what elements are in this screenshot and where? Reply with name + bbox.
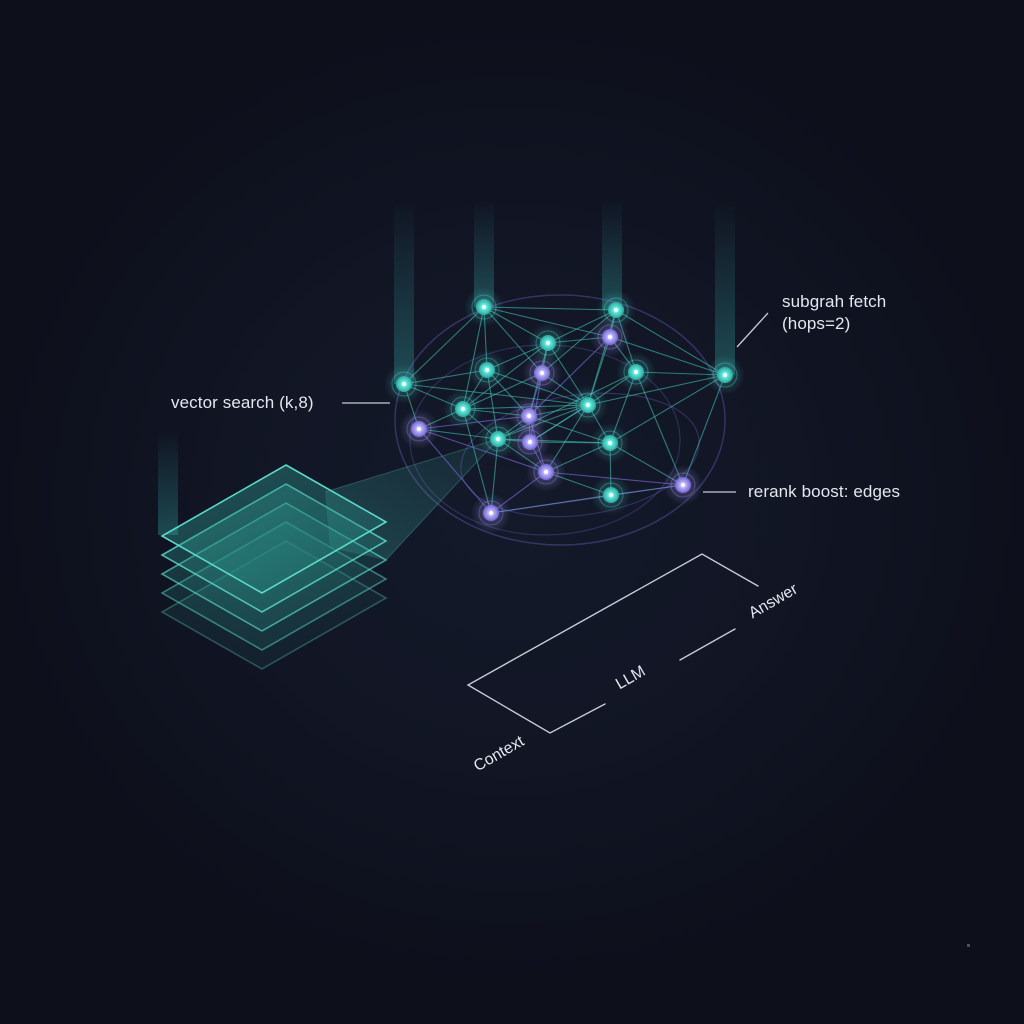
graph-node-retrieved — [471, 493, 511, 533]
graph-edge — [635, 371, 684, 486]
graph-node-entity — [528, 323, 568, 363]
graph-node-retrieved — [522, 353, 562, 393]
light-beam — [474, 200, 494, 307]
graph-edge — [609, 374, 726, 444]
light-beam — [715, 200, 735, 375]
graph-node-entity — [616, 352, 656, 392]
graph-edge — [615, 309, 726, 376]
graph-edge — [483, 306, 617, 311]
subgraph-fetch-leader — [736, 312, 769, 348]
pipeline-bracket — [466, 553, 759, 734]
vector-search-label: vector search (k,8) — [171, 393, 314, 412]
light-beams — [158, 200, 735, 535]
graph-node-retrieved — [399, 409, 439, 449]
graph-edge — [609, 336, 726, 376]
graph-node-entity — [467, 350, 507, 390]
graph-node-retrieved — [510, 422, 550, 462]
graph-node-entity — [464, 287, 504, 327]
graph-node-entity — [478, 419, 518, 459]
graph-nodes — [384, 287, 745, 533]
rerank-label: rerank boost: edges — [748, 482, 901, 501]
subgraph-fetch-line1: subgrah fetch — [782, 292, 887, 311]
light-beam — [394, 200, 414, 384]
graph-node-entity — [568, 385, 608, 425]
graph-edge — [490, 484, 684, 514]
graph-edge — [587, 374, 726, 406]
vector-layer — [160, 464, 388, 594]
subgraph-fetch-label: subgrah fetch (hops=2) — [782, 291, 886, 335]
light-beam — [602, 200, 622, 310]
graph-edge — [483, 306, 611, 338]
graph-node-retrieved — [526, 452, 566, 492]
graph-node-entity — [590, 423, 630, 463]
vector-store-layers — [160, 464, 388, 670]
graph-edge — [403, 383, 589, 406]
corner-mark — [967, 944, 970, 947]
graph-node-retrieved — [663, 465, 703, 505]
light-beam — [158, 430, 178, 535]
graph-node-entity — [384, 364, 424, 404]
graph-node-entity — [591, 475, 631, 515]
graph-node-entity — [705, 355, 745, 395]
graph-node-retrieved — [590, 317, 630, 357]
subgraph-fetch-line2: (hops=2) — [782, 314, 851, 333]
graph-node-entity — [443, 389, 483, 429]
